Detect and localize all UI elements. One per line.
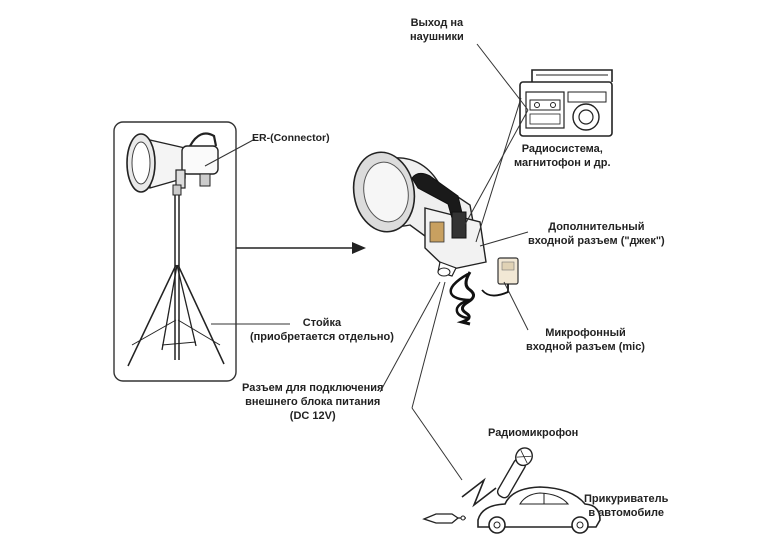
headphones-label-line1: Выход на (410, 17, 464, 29)
megaphone-icon (352, 151, 487, 326)
stand-panel (113, 121, 237, 382)
radio-system-label-line1: Радиосистема, (521, 143, 603, 155)
tripod-stand-icon (127, 184, 225, 367)
headphones-label: Выход на наушники (410, 16, 464, 44)
lighter-plug-icon (422, 513, 466, 524)
power-jack-label: Разъем для подключения внешнего блока пи… (242, 381, 383, 423)
leader-lines (204, 43, 529, 481)
wireless-signal-icon (461, 477, 497, 508)
connector-label: ER-(Connector) (252, 132, 330, 144)
aux-jack-label-line1: Дополнительный (548, 221, 645, 233)
power-jack-label-line1: Разъем для подключения (242, 382, 384, 394)
arrow (236, 242, 366, 254)
small-megaphone-icon (126, 132, 219, 193)
mic-jack-label-line1: Микрофонный (545, 327, 626, 339)
radio-system-label: Радиосистема, магнитофон и др. (514, 142, 611, 170)
aux-jack-label-line2: входной разъем ("джек") (528, 235, 665, 247)
wireless-microphone-icon (496, 447, 533, 499)
aux-jack-label: Дополнительный входной разъем ("джек") (528, 220, 665, 248)
wired-microphone-icon (481, 257, 519, 297)
stand-label-line2: (приобретается отдельно) (250, 331, 394, 343)
mic-jack-label-line2: входной разъем (mic) (526, 341, 645, 353)
stand-label-line1: Стойка (302, 317, 342, 329)
car-icon (477, 486, 601, 534)
mic-jack-label: Микрофонный входной разъем (mic) (526, 326, 645, 354)
power-jack-label-line2: внешнего блока питания (245, 396, 381, 408)
radio-mic-label: Радиомикрофон (488, 427, 579, 439)
headphones-label-line2: наушники (410, 31, 464, 43)
radio-system-label-line2: магнитофон и др. (514, 157, 611, 169)
car-lighter-label-line2: в автомобиле (588, 507, 664, 519)
stand-label: Стойка (приобретается отдельно) (250, 316, 394, 344)
car-lighter-label: Прикуриватель в автомобиле (584, 492, 668, 520)
car-lighter-label-line1: Прикуриватель (584, 493, 669, 505)
radio-cassette-icon (519, 69, 613, 137)
power-jack-label-line3: (DC 12V) (289, 410, 336, 422)
